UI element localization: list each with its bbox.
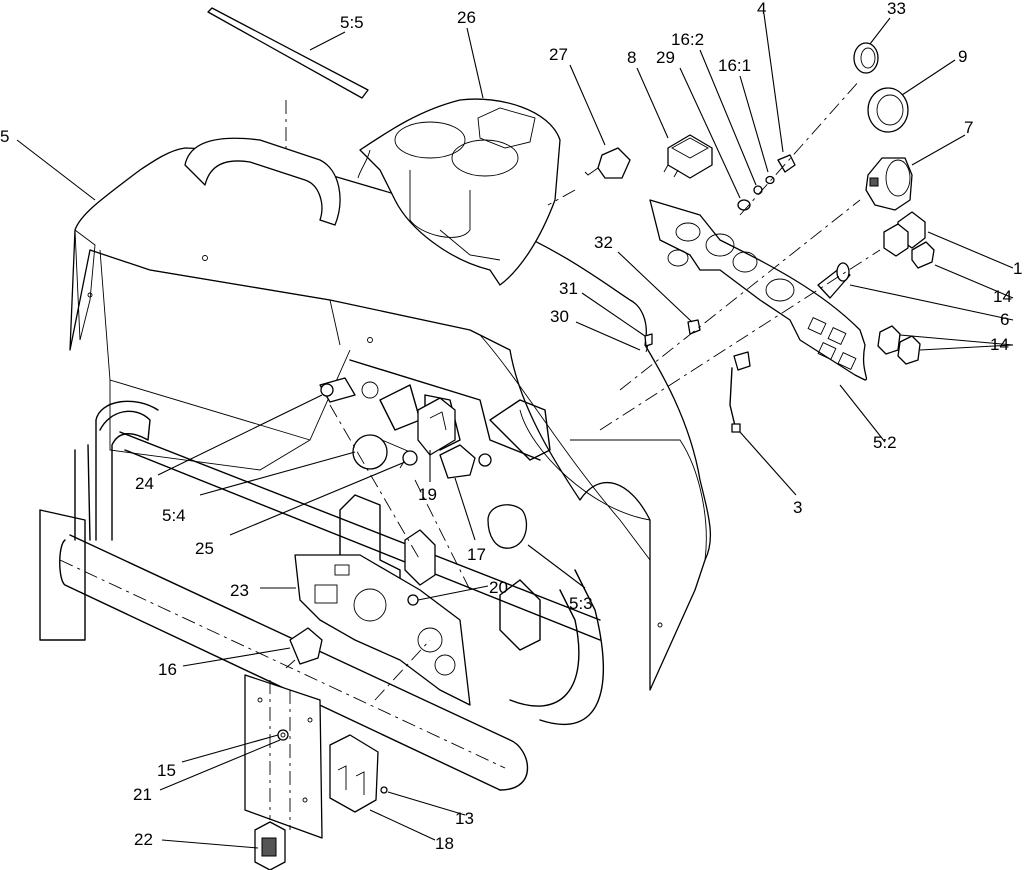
callout-25: 25: [195, 539, 214, 558]
callout-5-2: 5:2: [873, 433, 897, 452]
small-fasteners-top: [737, 79, 861, 216]
connector-6: [817, 262, 851, 299]
strip-5-5: [207, 7, 369, 150]
callout-5: 5: [0, 127, 9, 146]
vertical-bracket: [244, 674, 323, 839]
callout-9: 9: [958, 47, 967, 66]
callout-20: 20: [489, 578, 508, 597]
bezel-9: [867, 87, 909, 133]
callout-17: 17: [467, 545, 486, 564]
connector-22: [254, 821, 286, 870]
callout-30: 30: [550, 307, 569, 326]
callout-labels: 5:5 26 27 8 29 16:2 4 16:1 33 9 7 5 1 14…: [0, 0, 1022, 853]
callout-24: 24: [135, 474, 154, 493]
callout-5-5: 5:5: [340, 13, 364, 32]
callout-1: 1: [1013, 259, 1022, 278]
callout-23: 23: [230, 581, 249, 600]
bracket-19: [417, 397, 456, 456]
instrument-plate-5-2: [649, 199, 868, 381]
callout-18: 18: [435, 834, 454, 853]
callout-26: 26: [457, 8, 476, 27]
callout-19: 19: [418, 485, 437, 504]
nut-15-21: [277, 729, 289, 741]
plug-5-3: [487, 504, 528, 549]
mount-plate-23: [294, 554, 471, 706]
switch-14-pair: [877, 325, 921, 365]
fastener-32: [687, 319, 701, 335]
callout-21: 21: [133, 785, 152, 804]
part-17: [439, 444, 492, 479]
callout-16-1: 16:1: [718, 56, 751, 75]
switch-14-top: [911, 241, 935, 269]
relay-18: [329, 734, 379, 813]
cable-3: [729, 351, 751, 433]
sensor-16: [285, 627, 323, 669]
callout-33: 33: [887, 0, 906, 18]
callout-15: 15: [157, 761, 176, 780]
callout-31: 31: [559, 279, 578, 298]
callout-16-2: 16:2: [671, 30, 704, 49]
callout-29: 29: [656, 48, 675, 67]
callout-4: 4: [757, 0, 766, 18]
cup-holder-26: [357, 98, 561, 286]
callout-7: 7: [964, 118, 973, 137]
dash-panel: [69, 137, 712, 691]
callout-14a: 14: [993, 287, 1012, 306]
callout-14b: 14: [990, 335, 1009, 354]
nut-20: [407, 594, 419, 606]
callout-6: 6: [1000, 310, 1009, 329]
callout-3: 3: [793, 498, 802, 517]
part-24: [319, 377, 356, 403]
knob-27: [547, 147, 631, 206]
callout-22: 22: [134, 830, 153, 849]
callout-13: 13: [455, 809, 474, 828]
gauge-7: [865, 157, 913, 211]
switch-8: [663, 134, 713, 179]
callout-5-4: 5:4: [162, 506, 186, 525]
part-25: [402, 450, 418, 466]
callout-5-3: 5:3: [569, 594, 593, 613]
leader-lines: [16, 13, 1014, 849]
bracket-upper-23: [404, 529, 436, 586]
screw-31-30: [644, 333, 653, 353]
gauge-ring-33: [853, 42, 879, 74]
switch-1: [883, 211, 926, 257]
callout-32: 32: [594, 233, 613, 252]
callout-8: 8: [627, 48, 636, 67]
callout-16: 16: [158, 660, 177, 679]
screw-13: [380, 786, 388, 794]
callout-27: 27: [549, 45, 568, 64]
